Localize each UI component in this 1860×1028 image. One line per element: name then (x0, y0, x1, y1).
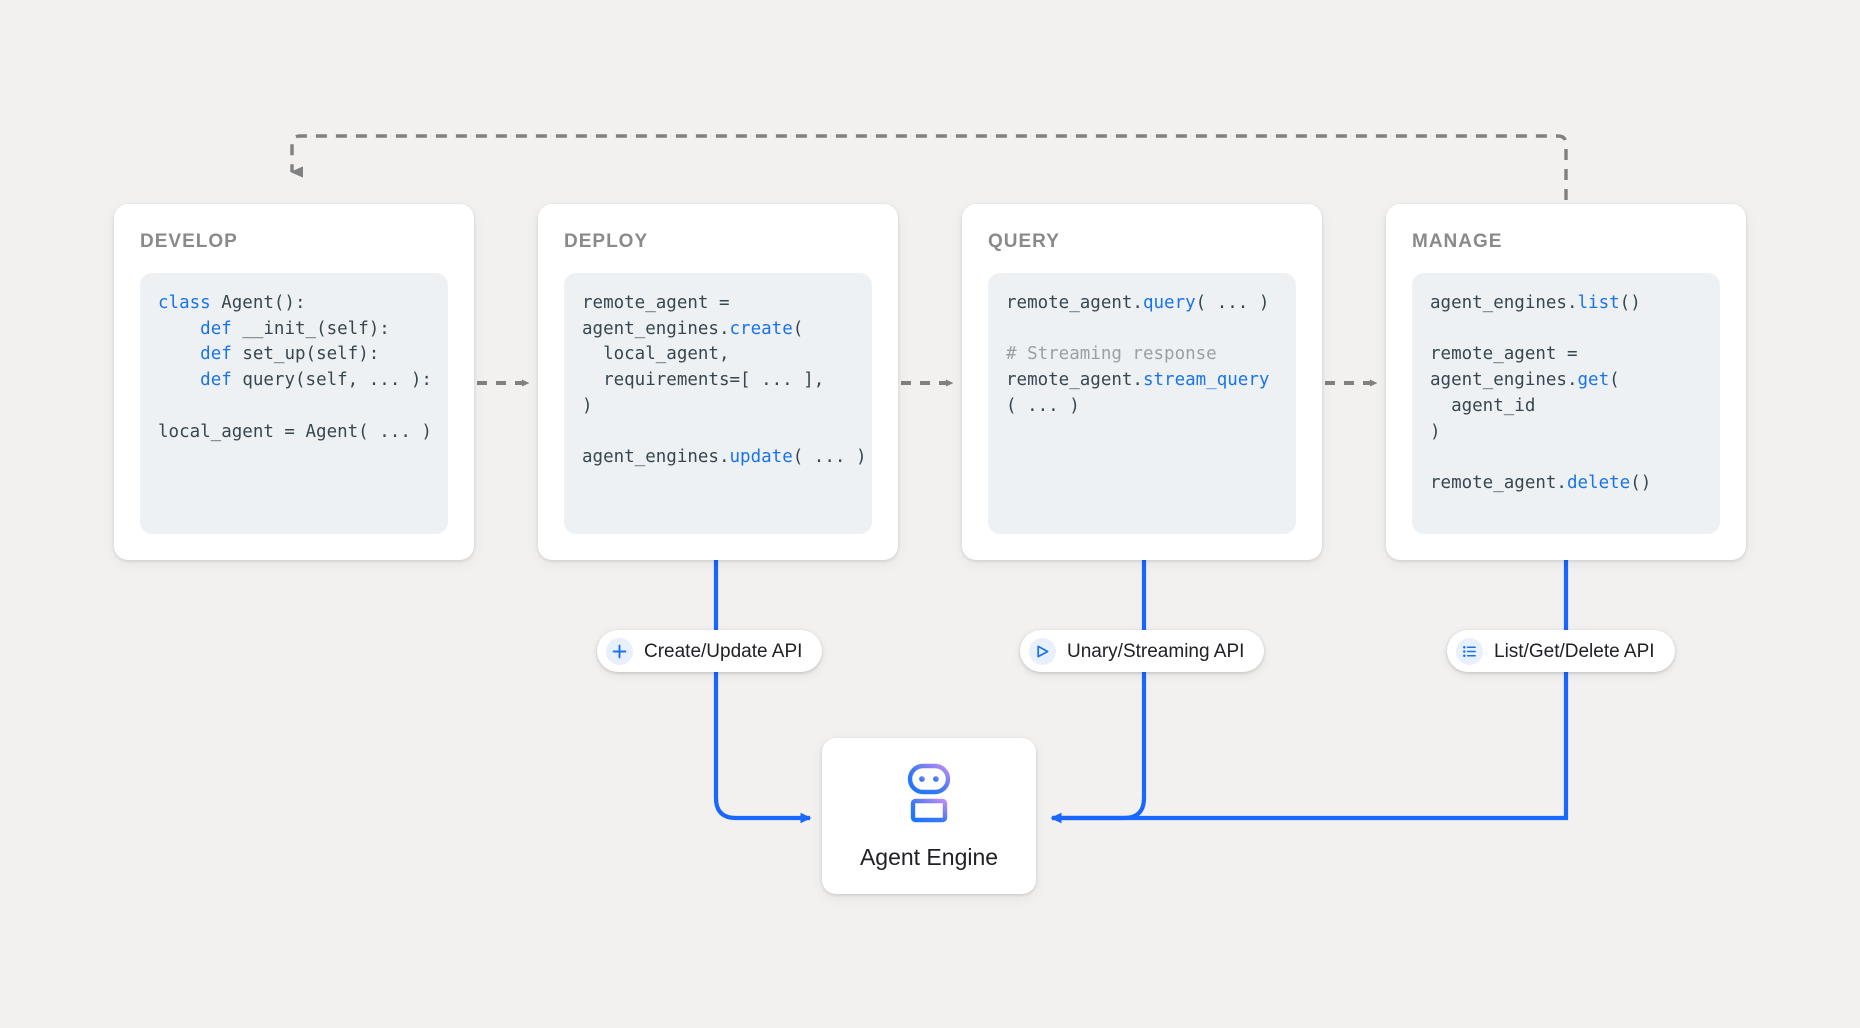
stage-title-manage: MANAGE (1412, 231, 1503, 252)
api-pill-list-get-delete[interactable]: List/Get/Delete API (1447, 630, 1675, 672)
code-block-develop: class Agent(): def __init_(self): def se… (140, 273, 448, 534)
plus-icon (606, 637, 633, 665)
code-block-deploy: remote_agent = agent_engines.create( loc… (564, 273, 872, 534)
api-pill-create-update[interactable]: Create/Update API (597, 630, 823, 672)
stage-title-query: QUERY (988, 231, 1060, 252)
list-icon (1456, 637, 1483, 665)
stage-card-develop[interactable]: DEVELOP class Agent(): def __init_(self)… (114, 204, 474, 560)
stage-card-manage[interactable]: MANAGE agent_engines.list() remote_agent… (1386, 204, 1746, 560)
api-pill-unary-streaming[interactable]: Unary/Streaming API (1020, 630, 1265, 672)
stage-card-query[interactable]: QUERY remote_agent.query( ... ) # Stream… (962, 204, 1322, 560)
robot-icon (896, 763, 962, 830)
api-pill-label: Create/Update API (644, 640, 803, 662)
send-triangle-icon (1029, 637, 1056, 665)
code-block-query: remote_agent.query( ... ) # Streaming re… (988, 273, 1296, 534)
agent-engine-label: Agent Engine (859, 844, 999, 870)
api-pill-label: List/Get/Delete API (1494, 640, 1655, 662)
wire-query-to-agent-engine (1050, 560, 1147, 824)
wire-deploy-to-agent-engine (713, 560, 812, 824)
feedback-loop-connector (290, 134, 1568, 200)
stage-title-develop: DEVELOP (140, 231, 238, 252)
agent-engine-node[interactable]: Agent Engine (822, 738, 1036, 894)
stage-card-deploy[interactable]: DEPLOY remote_agent = agent_engines.crea… (538, 204, 898, 560)
api-pill-label: Unary/Streaming API (1067, 640, 1245, 662)
stage-title-deploy: DEPLOY (564, 231, 649, 252)
wire-manage-to-agent-engine (1050, 560, 1569, 824)
code-block-manage: agent_engines.list() remote_agent = agen… (1412, 273, 1720, 534)
